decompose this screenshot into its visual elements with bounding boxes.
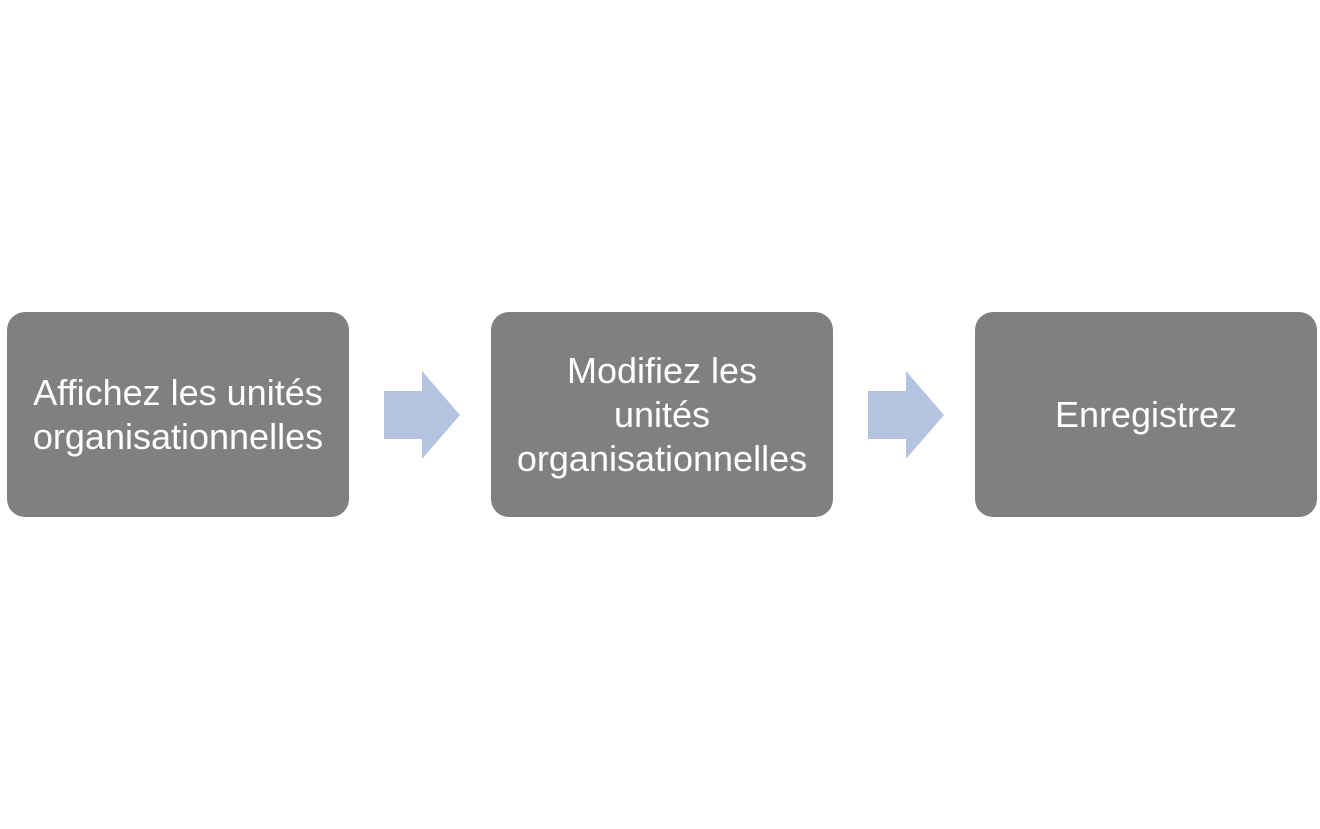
step-label-view-units: Affichez les unités organisationnelles bbox=[32, 371, 324, 457]
step-box-edit-units: Modifiez les unités organisationnelles bbox=[491, 312, 833, 517]
step-label-save: Enregistrez bbox=[1054, 393, 1238, 435]
right-arrow-icon bbox=[384, 371, 460, 459]
step-box-save: Enregistrez bbox=[975, 312, 1317, 517]
right-arrow-icon bbox=[868, 371, 944, 459]
step-label-edit-units: Modifiez les unités organisationnelles bbox=[516, 349, 808, 479]
step-box-view-units: Affichez les unités organisationnelles bbox=[7, 312, 349, 517]
